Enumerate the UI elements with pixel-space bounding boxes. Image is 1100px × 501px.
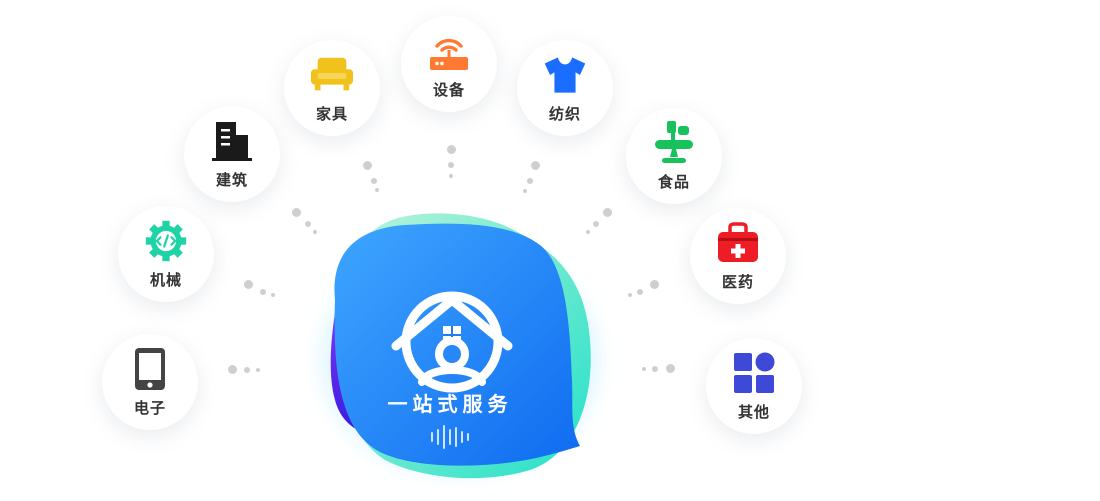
plant-icon xyxy=(652,120,696,165)
category-other[interactable]: 其他 xyxy=(706,338,802,434)
connector-dot xyxy=(256,368,260,372)
shapes-icon xyxy=(732,351,776,395)
connector-dot xyxy=(523,189,527,193)
connector-dot xyxy=(628,293,632,297)
category-label: 食品 xyxy=(657,172,690,191)
category-label: 设备 xyxy=(432,80,465,99)
category-food[interactable]: 食品 xyxy=(626,108,722,204)
connector-dot xyxy=(244,280,253,289)
building-icon xyxy=(210,119,254,163)
connector-dot xyxy=(363,161,372,170)
gear-code-icon xyxy=(144,219,188,263)
connector-dot xyxy=(305,221,311,227)
connector-dot xyxy=(292,208,301,217)
router-icon xyxy=(427,29,471,73)
connector-dot xyxy=(271,293,275,297)
connector-dot xyxy=(652,366,658,372)
category-label: 电子 xyxy=(133,398,166,417)
wave-icon xyxy=(431,425,469,449)
connector-dot xyxy=(650,280,659,289)
connector-dot xyxy=(371,178,377,184)
connector-dot xyxy=(447,145,456,154)
connector-dot xyxy=(527,178,533,184)
category-label: 建筑 xyxy=(215,170,248,189)
connector-dot xyxy=(642,367,646,371)
connector-dot xyxy=(586,230,590,234)
category-label: 纺织 xyxy=(548,104,581,123)
connector-dot xyxy=(375,188,379,192)
category-medicine[interactable]: 医药 xyxy=(690,208,786,304)
category-label: 家具 xyxy=(315,104,348,123)
connector-dot xyxy=(448,162,454,168)
center-title: 一站式服务 xyxy=(387,392,513,416)
category-machinery[interactable]: 机械 xyxy=(118,206,214,302)
connector-dot xyxy=(313,230,317,234)
category-label: 医药 xyxy=(721,272,754,291)
sofa-icon xyxy=(310,53,354,97)
connector-dot xyxy=(260,289,266,295)
connector-dot xyxy=(593,221,599,227)
connector-dot xyxy=(531,161,540,170)
category-equipment[interactable]: 设备 xyxy=(401,16,497,112)
connector-dot xyxy=(637,289,643,295)
house-person-logo xyxy=(391,291,513,393)
category-label: 机械 xyxy=(149,270,182,289)
category-electronics[interactable]: 电子 xyxy=(102,334,198,430)
category-label: 其他 xyxy=(737,402,770,421)
medkit-icon xyxy=(716,221,760,265)
connector-dot xyxy=(449,174,453,178)
tshirt-icon xyxy=(543,53,587,97)
connector-dot xyxy=(603,208,612,217)
connector-dot xyxy=(244,367,250,373)
category-textile[interactable]: 纺织 xyxy=(517,40,613,136)
connector-dot xyxy=(666,364,675,373)
category-construction[interactable]: 建筑 xyxy=(184,106,280,202)
connector-dot xyxy=(228,365,237,374)
phone-icon xyxy=(128,347,172,391)
category-furniture[interactable]: 家具 xyxy=(284,40,380,136)
